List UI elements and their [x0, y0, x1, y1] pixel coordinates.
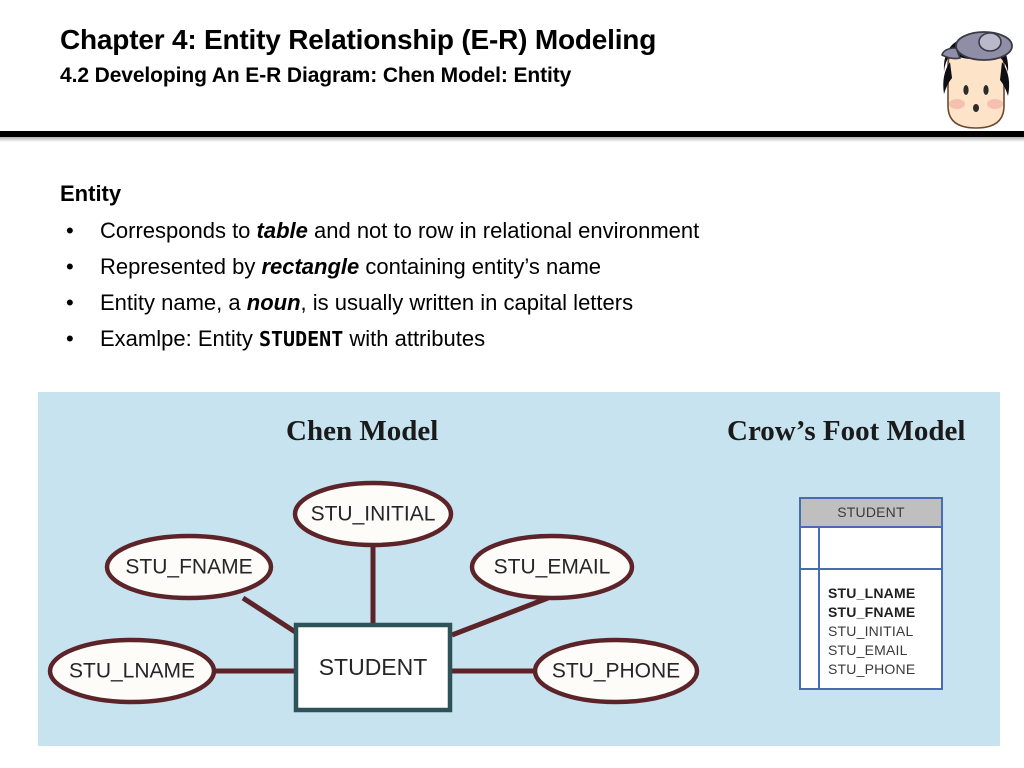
- bullet-part-code: STUDENT: [258, 327, 344, 352]
- crowsfoot-attribute-band: STU_LNAME STU_FNAME STU_INITIAL STU_EMAI…: [801, 570, 941, 688]
- bullet-text: Corresponds to table and not to row in r…: [100, 216, 699, 246]
- attribute-ellipse-stu-email: [469, 533, 635, 601]
- crowsfoot-key-band: [801, 528, 941, 570]
- crowsfoot-model-heading: Crow’s Foot Model: [727, 415, 966, 447]
- attribute-label-stu-phone: STU_PHONE: [552, 660, 680, 683]
- list-item: • Examlpe: Entity STUDENT with attribute…: [60, 324, 960, 354]
- header-divider: [0, 131, 1024, 137]
- bullet-part: with attributes: [343, 326, 486, 352]
- attribute-label-stu-initial: STU_INITIAL: [311, 503, 436, 526]
- attribute-label-stu-lname: STU_LNAME: [69, 660, 195, 683]
- crowsfoot-gutter: [801, 570, 820, 688]
- bullet-marker-icon: •: [66, 218, 74, 244]
- content-block: Entity • Corresponds to table and not to…: [60, 181, 960, 354]
- chen-model-diagram: STUDENT STU_FNAME STU_INITIAL STU_EMAIL …: [47, 480, 700, 713]
- bullet-part-emphasis: table: [256, 218, 308, 244]
- page-title: Chapter 4: Entity Relationship (E-R) Mod…: [60, 24, 657, 55]
- bullet-part: Corresponds to: [100, 218, 257, 244]
- bullet-part: , is usually written in capital letters: [300, 290, 634, 316]
- connector-email: [451, 595, 549, 638]
- crowsfoot-attribute-list: STU_LNAME STU_FNAME STU_INITIAL STU_EMAI…: [820, 570, 941, 688]
- crowsfoot-attribute: STU_LNAME: [828, 585, 916, 601]
- bullet-marker-icon: •: [66, 326, 74, 352]
- crowsfoot-attribute: STU_PHONE: [828, 661, 916, 677]
- attribute-label-stu-fname: STU_FNAME: [125, 556, 252, 579]
- chen-model-heading: Chen Model: [286, 415, 439, 447]
- bullet-text: Entity name, a noun, is usually written …: [100, 288, 633, 318]
- attribute-ellipse-stu-fname: [104, 533, 274, 601]
- attribute-ellipse-stu-phone: [532, 637, 700, 705]
- crowsfoot-table-student: STUDENT STU_LNAME STU_FNAME STU_INITIAL …: [799, 497, 943, 690]
- bullet-part: Represented by: [100, 254, 262, 280]
- bullet-part: Examlpe: Entity: [100, 326, 259, 352]
- bullet-part: and not to row in relational environment: [307, 218, 700, 244]
- attribute-label-stu-email: STU_EMAIL: [494, 556, 611, 579]
- slide-header: Chapter 4: Entity Relationship (E-R) Mod…: [0, 0, 1024, 142]
- crowsfoot-table-header: STUDENT: [801, 499, 941, 528]
- connector-fname: [241, 595, 302, 638]
- student-avatar-icon: [928, 18, 1024, 134]
- bullet-part-emphasis: rectangle: [261, 254, 360, 280]
- attribute-ellipse-stu-initial: [292, 480, 454, 548]
- bullet-part: Entity name, a: [100, 290, 247, 316]
- entity-rectangle-label: STUDENT: [319, 654, 428, 680]
- bullet-part-emphasis: noun: [246, 290, 301, 316]
- bullet-text: Examlpe: Entity STUDENT with attributes: [100, 324, 485, 354]
- crowsfoot-attribute: STU_FNAME: [828, 604, 916, 620]
- header-divider-shadow: [0, 137, 1024, 142]
- bullet-marker-icon: •: [66, 290, 74, 316]
- list-item: • Corresponds to table and not to row in…: [60, 216, 960, 246]
- bullet-text: Represented by rectangle containing enti…: [100, 252, 601, 282]
- bullet-part: containing entity’s name: [359, 254, 602, 280]
- attribute-ellipse-stu-lname: [47, 637, 217, 705]
- entity-heading: Entity: [60, 181, 122, 206]
- crowsfoot-gutter: [801, 528, 820, 568]
- bullet-marker-icon: •: [66, 254, 74, 280]
- crowsfoot-attribute: STU_INITIAL: [828, 623, 914, 639]
- list-item: • Entity name, a noun, is usually writte…: [60, 288, 960, 318]
- page-subtitle: 4.2 Developing An E-R Diagram: Chen Mode…: [60, 64, 572, 88]
- crowsfoot-key-area: [820, 528, 941, 568]
- header-title-block: Chapter 4: Entity Relationship (E-R) Mod…: [60, 24, 910, 88]
- list-item: • Represented by rectangle containing en…: [60, 252, 960, 282]
- crowsfoot-attribute: STU_EMAIL: [828, 642, 908, 658]
- entity-rectangle-student: [293, 622, 453, 713]
